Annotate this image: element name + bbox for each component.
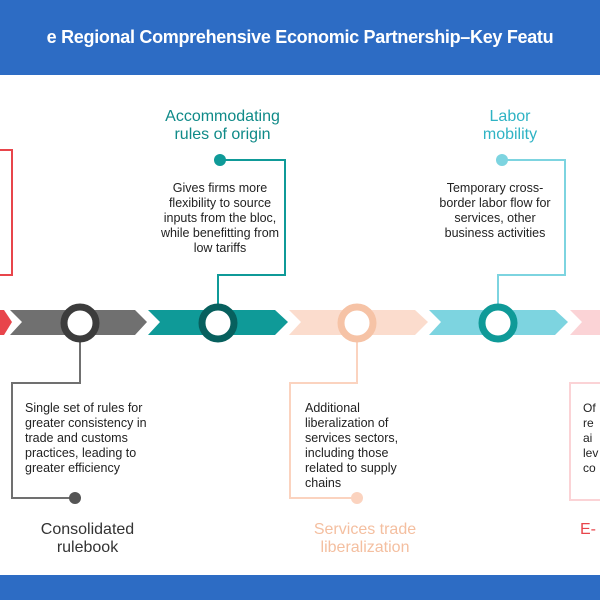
teal-connector: [217, 159, 286, 304]
feature-desc-consolidated-rulebook: Single set of rules for greater consiste…: [25, 401, 147, 475]
gray-connector: [11, 342, 81, 499]
page-title: e Regional Comprehensive Economic Partne…: [46, 27, 554, 47]
gray-ring: [60, 303, 100, 343]
lightblue-dot: [496, 154, 508, 166]
teal-ring: [198, 303, 238, 343]
feature-title-consolidated-rulebook: Consolidated rulebook: [40, 521, 135, 556]
feature-title-services-trade: Services trade liberalization: [313, 521, 417, 556]
feature-desc-labor-mobility: Temporary cross-border labor flow for se…: [439, 181, 551, 240]
feature-title-rules-of-origin: Accommodating rules of origin: [165, 108, 280, 143]
feature-title-labor-mobility: Labor mobility: [482, 108, 538, 143]
teal-dot: [214, 154, 226, 166]
lightblue-ring: [478, 303, 518, 343]
peach-connector: [289, 342, 358, 499]
feature-desc-rules-of-origin: Gives firms more flexibility to source i…: [160, 181, 280, 255]
arrow-pink: [570, 310, 600, 335]
lightblue-connector: [497, 159, 566, 304]
peach-dot: [351, 492, 363, 504]
feature-title-ecommerce: E-: [580, 521, 596, 538]
red-box: [0, 149, 13, 276]
feature-desc-ecommerce: Of re ai lev co: [583, 401, 599, 475]
header-banner: e Regional Comprehensive Economic Partne…: [0, 0, 600, 75]
feature-desc-services-trade: Additional liberalization of services se…: [305, 401, 399, 490]
arrow-red: [0, 310, 12, 335]
footer-banner: [0, 575, 600, 600]
peach-ring: [337, 303, 377, 343]
gray-dot: [69, 492, 81, 504]
pink-box: [569, 382, 600, 501]
